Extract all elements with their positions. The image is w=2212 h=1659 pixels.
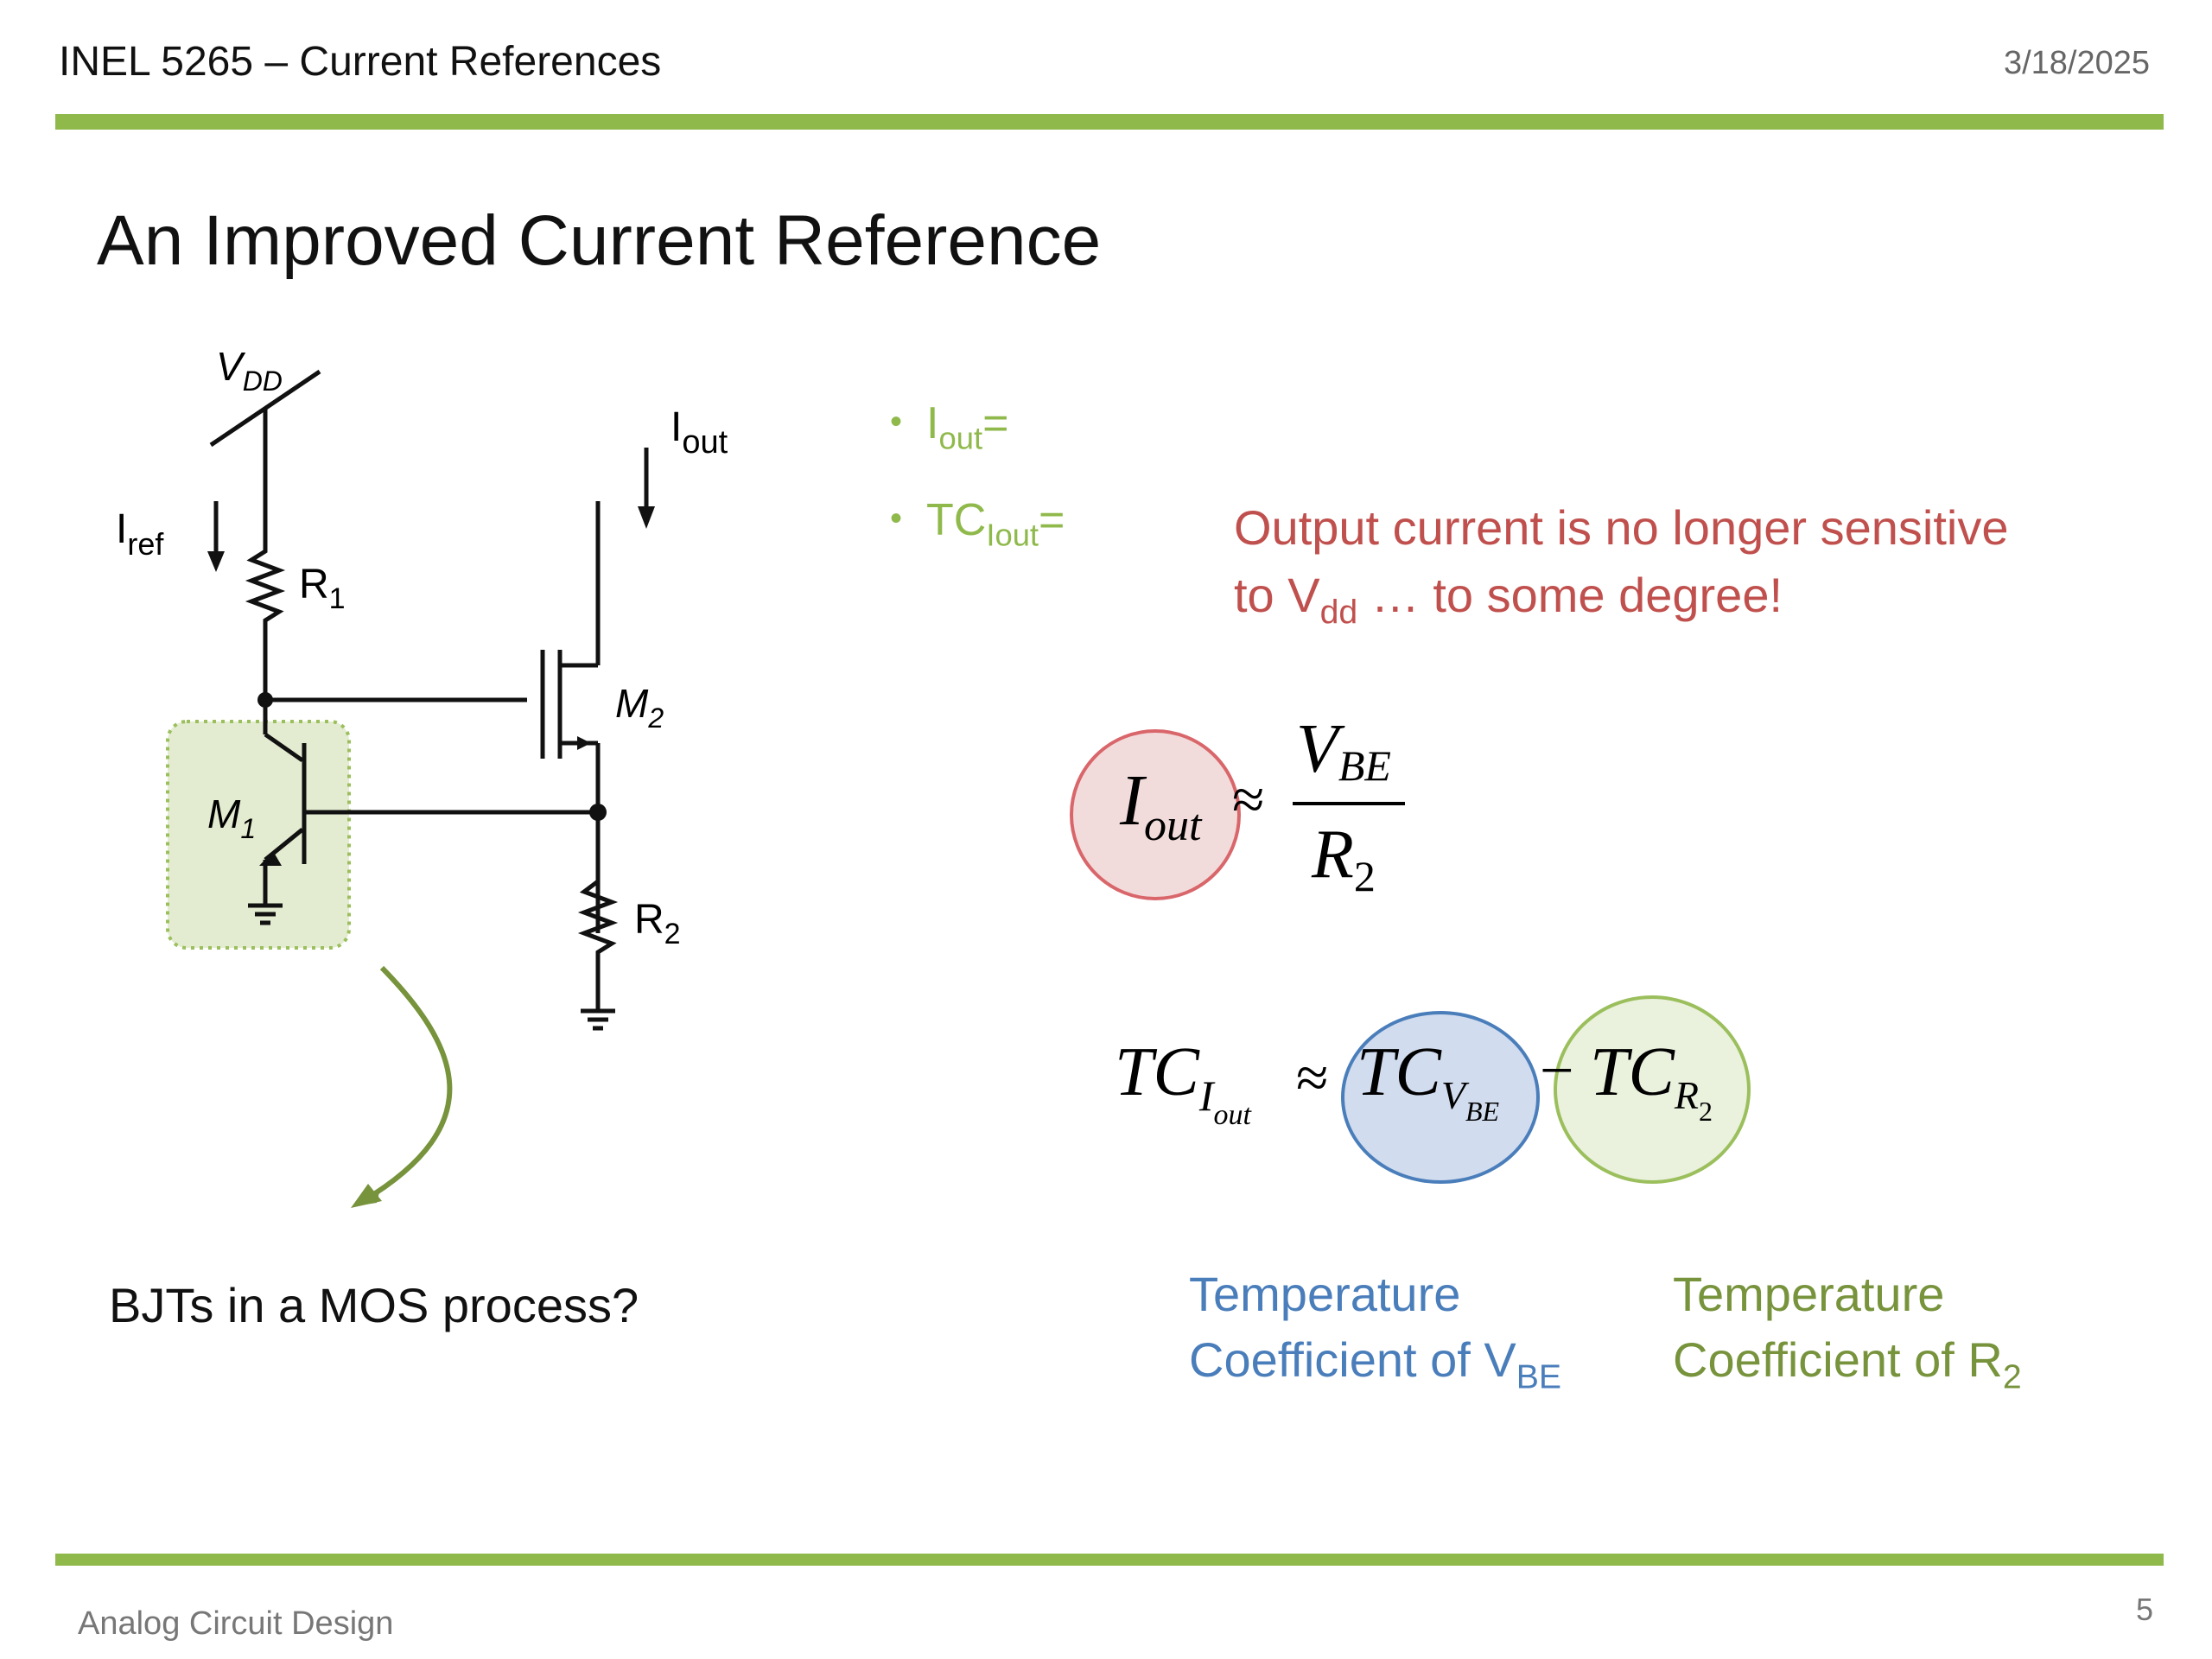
m2-label: M2: [615, 681, 664, 734]
tc-vbe-label: Temperature Coefficient of VBE: [1189, 1267, 1562, 1396]
eq1-numerator: VBE: [1296, 711, 1391, 790]
page-number: 5: [2135, 1592, 2153, 1627]
m1-label: M1: [207, 791, 256, 844]
footer-course: Analog Circuit Design: [78, 1605, 394, 1642]
sensitivity-note: Output current is no longer sensitive to…: [1234, 500, 2009, 632]
eq1-lhs: Iout: [1120, 760, 1202, 850]
slide-title: An Improved Current Reference: [97, 201, 1102, 280]
top-divider: [55, 114, 2164, 130]
r1-label: R1: [299, 562, 346, 615]
eq1-approx: ≈: [1232, 766, 1265, 832]
eq2-tc-r2: TCR2: [1590, 1034, 1713, 1127]
r2-label: R2: [634, 897, 681, 950]
bullet-dot-icon: •: [890, 499, 903, 537]
eq1-denominator: R2: [1312, 817, 1376, 900]
iout-circle: [1070, 729, 1241, 900]
eq2-tc-vbe: TCVBE: [1357, 1034, 1500, 1127]
bjt-question: BJTs in a MOS process?: [109, 1278, 639, 1332]
curved-arrow: [351, 965, 453, 1208]
bottom-divider: [55, 1554, 2164, 1566]
course-title: INEL 5265 – Current References: [59, 39, 662, 85]
eq2-lhs: TCIout: [1115, 1034, 1251, 1131]
eq2-approx: ≈: [1296, 1045, 1329, 1110]
tc-r2-label: Temperature Coefficient of R2: [1673, 1267, 2022, 1396]
tc-r2-circle: [1554, 995, 1751, 1184]
bullet-iout: •Iout=: [890, 398, 1009, 456]
bullet-dot-icon: •: [890, 403, 903, 441]
eq1-fraction-bar: [1293, 802, 1405, 805]
slide-date: 3/18/2025: [2003, 45, 2150, 81]
iref-label: Iref: [116, 506, 164, 562]
circuit-schematic: VDD Iref Iout R1 R2 M1 M2: [116, 344, 728, 1031]
iout-label: Iout: [671, 404, 728, 461]
eq2-minus: −: [1540, 1038, 1574, 1104]
tc-vbe-circle: [1341, 1011, 1540, 1184]
bullet-tc-iout: •TCIout=: [890, 495, 1065, 553]
vdd-label: VDD: [216, 344, 283, 397]
